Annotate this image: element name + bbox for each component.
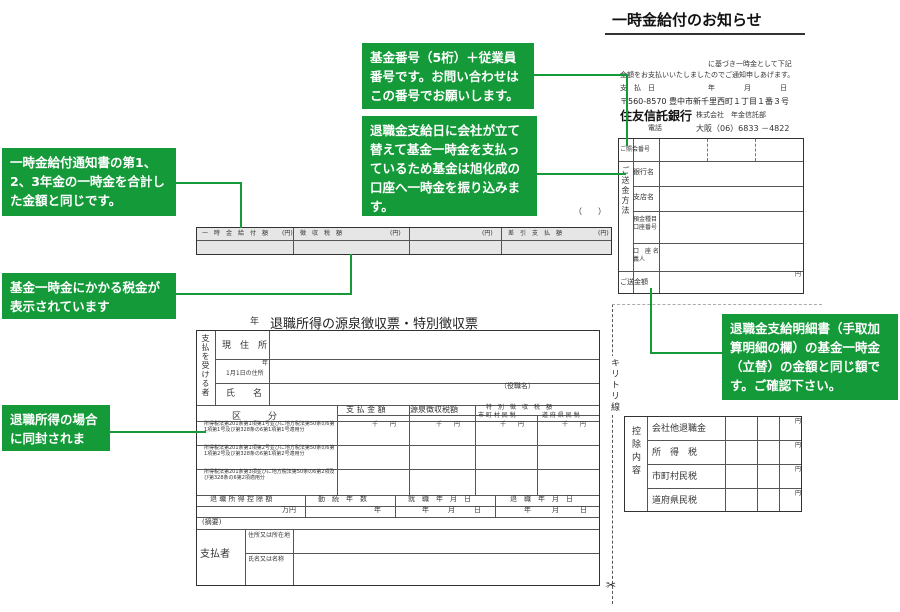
end-label: 退 職 年 月 日 (510, 495, 573, 503)
bank-sub: 株式会社 年金信託部 (696, 111, 766, 119)
slip-row-1: 所得税法第201条第1項第1号並びに地方税法第50条の6第1項第1号及び第328… (204, 421, 335, 433)
years-nen: 年 (374, 506, 381, 514)
summary-header-lump: 一 時 金 給 付 額 (202, 230, 269, 237)
title-underline (605, 33, 805, 35)
remit-row-branch: 支店名 (633, 193, 654, 201)
summary-yen-3: (円) (482, 230, 493, 237)
callout-company-advance: 退職金支給日に会社が立て替えて基金一時金を支払っているため基金は旭化成の口座へ一… (362, 116, 537, 216)
end-day: 日 (580, 506, 587, 514)
callout-retirement-enclosed: 退職所得の場合に同封されます。 (2, 405, 110, 465)
breakdown-row-income-tax: 所 得 税 (652, 448, 698, 458)
deduction-label: 退 職 所 得 控 除 額 (210, 495, 273, 503)
connector-retirement (110, 431, 206, 433)
remit-row-bank: 銀行名 (633, 168, 654, 176)
paid-amount-header: 支 払 金 額 (346, 405, 386, 414)
payer-label: 支払者 (200, 549, 230, 560)
connector-tax (176, 293, 352, 295)
address-label: 現 住 所 (222, 341, 268, 351)
callout-lump-sum: 一時金給付通知書の第1、2、3年金の一時金を合計した金額と同じです。 (2, 148, 176, 216)
pay-date-month: 月 (744, 84, 751, 92)
slip-title: 退職所得の源泉徴収票・特別徴収票 (270, 317, 479, 332)
phone-label: 電話 (648, 124, 662, 132)
breakdown-row-company: 会社他退職金 (652, 424, 707, 434)
jan1-address-label: 1月1日の住所 (226, 370, 264, 377)
special-tax-header: 特 別 徴 収 税 額 (486, 404, 553, 411)
connector-company-advance (536, 173, 626, 175)
connector-lump-sum (176, 182, 242, 184)
remit-row-ref: ご照会番号 (620, 146, 651, 153)
payer-name-label: 氏名又は名称 (248, 556, 285, 563)
start-month: 月 (448, 506, 455, 514)
start-label: 就 職 年 月 日 (408, 495, 471, 503)
years-label: 勤 続 年 数 (318, 495, 367, 503)
pay-date-year: 年 (708, 84, 715, 92)
remit-row-amount: ご送金額 (620, 278, 648, 286)
name-label: 氏 名 (226, 389, 263, 399)
cut-line-label: キリトリ線 (608, 356, 621, 415)
intro-line-1: に基づき一時金として下記 (708, 60, 792, 68)
summary-yen-4: (円) (598, 230, 609, 237)
withholding-slip (196, 330, 600, 586)
kubun-header: 区 分 (232, 412, 278, 422)
summary-strip (196, 227, 612, 255)
remit-row-account: 預金種目 口座番号 (633, 216, 658, 231)
prefectural-header: 道 府 県 民 税 (542, 412, 580, 419)
connector-fund-number-v (626, 74, 628, 146)
summary-yen-1: (円) (282, 230, 293, 237)
breakdown-row-municipal: 市町村民税 (652, 472, 698, 482)
connector-tax-v (350, 254, 352, 295)
breakdown-label: 控除内容 (630, 426, 640, 478)
senyen-2: 千 円 (436, 421, 461, 428)
withheld-tax-header: 源泉徴収税額 (410, 405, 458, 414)
breakdown-yen-3: 円 (795, 466, 802, 473)
bank-name: 住友信託銀行 (620, 109, 693, 123)
senyen-3: 千 円 (500, 421, 525, 428)
notice-title: 一時金給付のお知らせ (612, 11, 762, 29)
intro-line-2: 金額をお支払いいたしましたのでご通知申しあげます。 (620, 71, 795, 79)
callout-statement: 退職金支給明細書（手取加算明細の欄）の基金一時金（立替）の金額と同じ額です。ご確… (722, 314, 898, 400)
breakdown-yen-1: 円 (795, 418, 802, 425)
breakdown-table (624, 416, 802, 512)
remittance-box (618, 138, 804, 294)
summary-header-tax: 徴 収 税 額 (300, 230, 343, 237)
pay-date-label: 支 払 日 (620, 84, 655, 92)
callout-tax: 基金一時金にかかる税金が表示されています (2, 273, 176, 319)
connector-fund-number (533, 74, 628, 76)
connector-lump-sum-v (240, 182, 242, 228)
scissors-icon: ✂ (606, 578, 617, 592)
senyen-1: 千 円 (372, 421, 397, 428)
summary-header-net: 差 引 支 払 額 (508, 230, 563, 237)
breakdown-yen-4: 円 (795, 490, 802, 497)
start-year: 年 (422, 506, 429, 514)
start-day: 日 (474, 506, 481, 514)
callout-fund-number: 基金番号（5桁）＋従業員番号です。お問い合わせはこの番号でお願いします。 (362, 43, 534, 109)
slip-year: 年 (250, 317, 260, 327)
breakdown-yen-2: 円 (795, 442, 802, 449)
cut-line (612, 304, 613, 604)
pay-date-day: 日 (780, 84, 787, 92)
deduction-manyen: 万円 (282, 506, 296, 514)
remarks-label: (摘要) (202, 518, 222, 526)
title-badge: （役職名） (500, 382, 535, 390)
end-year: 年 (524, 506, 531, 514)
summary-paren: （ ） (574, 207, 606, 216)
slip-year-small: 年 (262, 360, 269, 367)
senyen-4: 千 円 (562, 421, 587, 428)
breakdown-row-prefectural: 道府県民税 (652, 496, 698, 506)
cut-line-horizontal (612, 304, 822, 305)
bank-address: 〒560-8570 豊中市新千里西町１丁目１番３号 (620, 97, 790, 106)
connector-statement (650, 288, 652, 354)
payer-address-label: 住所又は所在地 (248, 532, 291, 539)
summary-yen-2: (円) (390, 230, 401, 237)
recipient-label: 支払を受ける者 (201, 334, 210, 397)
phone-number: 大阪（06）6833 －4822 (696, 124, 790, 133)
remit-side-label: ご送金方法 (621, 166, 630, 216)
municipal-header: 市 町 村 民 税 (478, 412, 516, 419)
end-month: 月 (552, 506, 559, 514)
connector-statement-h (650, 352, 722, 354)
remit-row-holder: 口 座 名義人 (633, 248, 659, 263)
remit-yen: 円 (795, 271, 802, 278)
slip-row-2: 所得税法第201条第1項第2号並びに地方税法第50条の6第1項第2号及び第328… (204, 445, 335, 457)
slip-row-3: 所得税法第201条第3項並びに地方税法第50条の6第2項及び第328条の6第2項… (204, 469, 335, 481)
